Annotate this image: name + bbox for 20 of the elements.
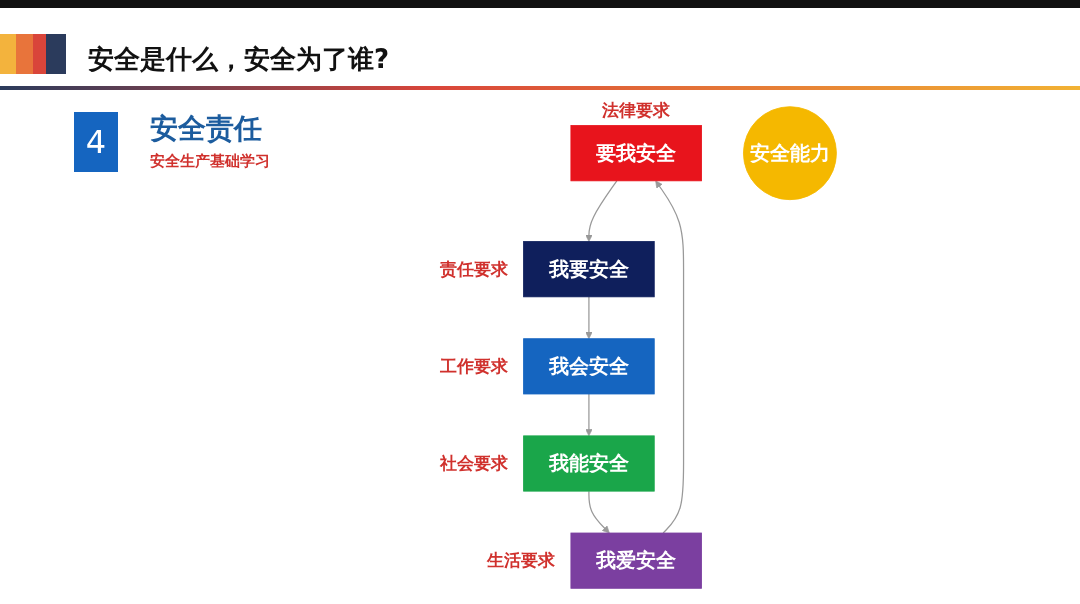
- arrow: [585, 180, 618, 242]
- node-circle: 安全能力: [743, 106, 837, 201]
- arrow: [655, 180, 685, 534]
- slide-title: 安全是什么，安全为了谁?: [88, 43, 390, 76]
- node-caption: 法律要求: [601, 98, 672, 122]
- arrow: [585, 296, 593, 340]
- arrow: [585, 393, 593, 437]
- node-box: 我会安全: [523, 338, 655, 395]
- node-box: 我爱安全: [570, 532, 702, 589]
- section-subheading: 安全生产基础学习: [150, 152, 270, 171]
- arrow: [588, 490, 610, 534]
- node-caption: 生活要求: [485, 549, 556, 573]
- node-box: 要我安全: [570, 125, 702, 182]
- number-badge: 4: [74, 112, 118, 172]
- node-caption: 工作要求: [438, 354, 509, 378]
- node-caption: 社会要求: [438, 452, 509, 475]
- section-heading: 安全责任: [150, 111, 262, 147]
- node-caption: 责任要求: [438, 257, 509, 281]
- node-box: 我要安全: [523, 241, 655, 298]
- node-box: 我能安全: [523, 435, 655, 492]
